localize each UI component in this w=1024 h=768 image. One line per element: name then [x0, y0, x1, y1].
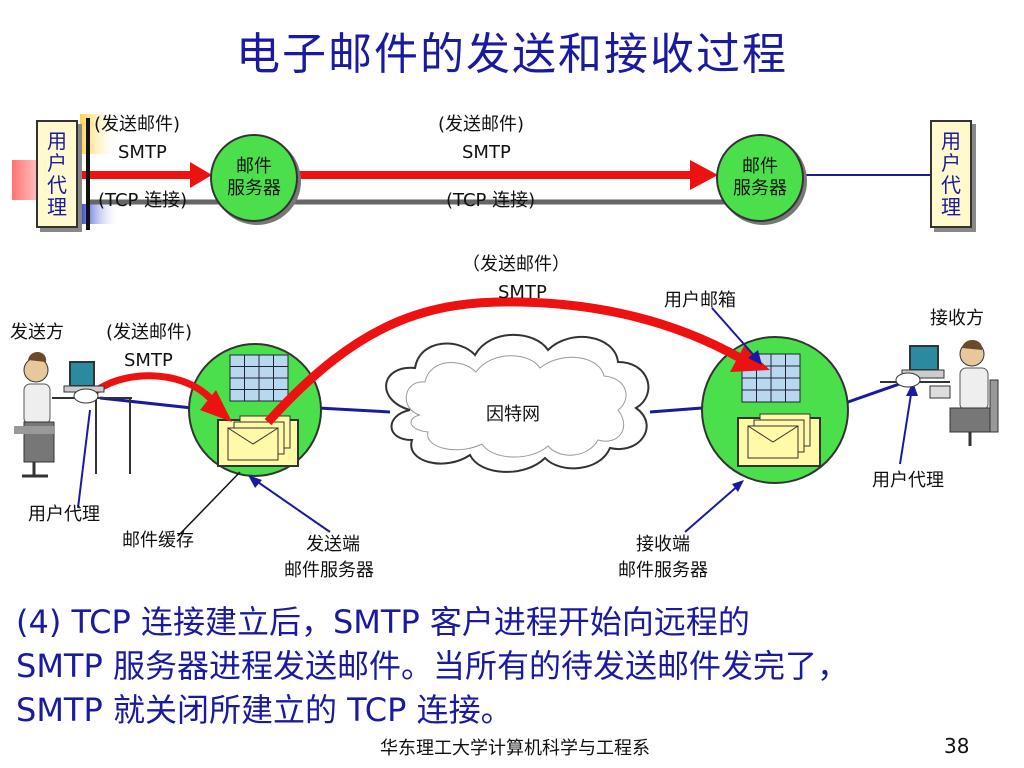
top-user-agent-right: 用户代理	[930, 120, 972, 228]
recv-server-label-1: 接收端	[636, 534, 690, 555]
internet-cloud	[385, 333, 650, 473]
description-line-1: (4) TCP 连接建立后，SMTP 客户进程开始向远程的	[16, 603, 750, 641]
receiver-person-icon	[880, 339, 999, 446]
description-line-3: SMTP 就关闭所建立的 TCP 连接。	[16, 691, 513, 729]
top-send-label-2: (发送邮件)	[438, 114, 525, 135]
top-smtp-label-2: SMTP	[462, 142, 511, 163]
mid-send-label: （发送邮件）	[462, 254, 570, 275]
cache-label: 邮件缓存	[122, 530, 194, 551]
page-number: 38	[944, 734, 970, 758]
red-arrow-server-to-server	[264, 297, 743, 426]
sender-envelopes	[217, 415, 299, 467]
ua-left-label: 用户代理	[28, 504, 100, 525]
send-server-label-2: 邮件服务器	[284, 560, 374, 581]
link-server-cloud	[317, 406, 391, 414]
top-tcp-label-2: (TCP 连接)	[446, 190, 536, 211]
pointer-mailbox	[711, 307, 759, 361]
pointer-recv-server	[684, 483, 741, 533]
bottom-diagram	[14, 297, 999, 537]
top-mail-server-left: 邮件 服务器	[210, 134, 298, 222]
link-sender-server	[99, 396, 193, 410]
top-tcp-label-1: (TCP 连接)	[98, 190, 188, 211]
link-cloud-server	[649, 406, 703, 414]
receiver-label: 接收方	[930, 308, 984, 329]
pointer-ua-right	[899, 387, 913, 465]
sender-grid	[229, 354, 289, 402]
mailbox-label: 用户邮箱	[664, 290, 736, 311]
top-mail-server-right: 邮件 服务器	[716, 134, 804, 222]
link-server-receiver	[847, 380, 906, 404]
description-line-2: SMTP 服务器进程发送邮件。当所有的待发送邮件发完了，	[16, 647, 849, 685]
red-arrow-2-head	[690, 160, 718, 190]
pointer-ua-left	[77, 409, 91, 509]
red-arrow-sender-head	[200, 390, 232, 422]
receiver-envelopes	[737, 413, 821, 467]
send-server-label-1: 发送端	[306, 534, 360, 555]
top-smtp-label-1: SMTP	[118, 142, 167, 163]
red-arrow-1-head	[190, 162, 212, 188]
internet-label: 因特网	[486, 404, 540, 425]
sender-person-icon	[14, 351, 132, 478]
pointer-cache	[177, 471, 241, 537]
footer-text: 华东理工大学计算机科学与工程系	[380, 738, 650, 759]
recv-server-label-2: 邮件服务器	[618, 560, 708, 581]
sender-label: 发送方	[10, 322, 64, 343]
left-send-label: (发送邮件)	[106, 322, 193, 343]
top-user-agent-left: 用户代理	[36, 120, 78, 228]
page-title: 电子邮件的发送和接收过程	[236, 29, 788, 80]
description-text: (4) TCP 连接建立后，SMTP 客户进程开始向远程的 SMTP 服务器进程…	[16, 600, 1016, 732]
mid-smtp-label: SMTP	[498, 282, 547, 303]
top-send-label-1: (发送邮件)	[94, 114, 181, 135]
left-smtp-label: SMTP	[124, 350, 173, 371]
ua-right-label: 用户代理	[872, 470, 944, 491]
pointer-send-server	[251, 477, 331, 533]
